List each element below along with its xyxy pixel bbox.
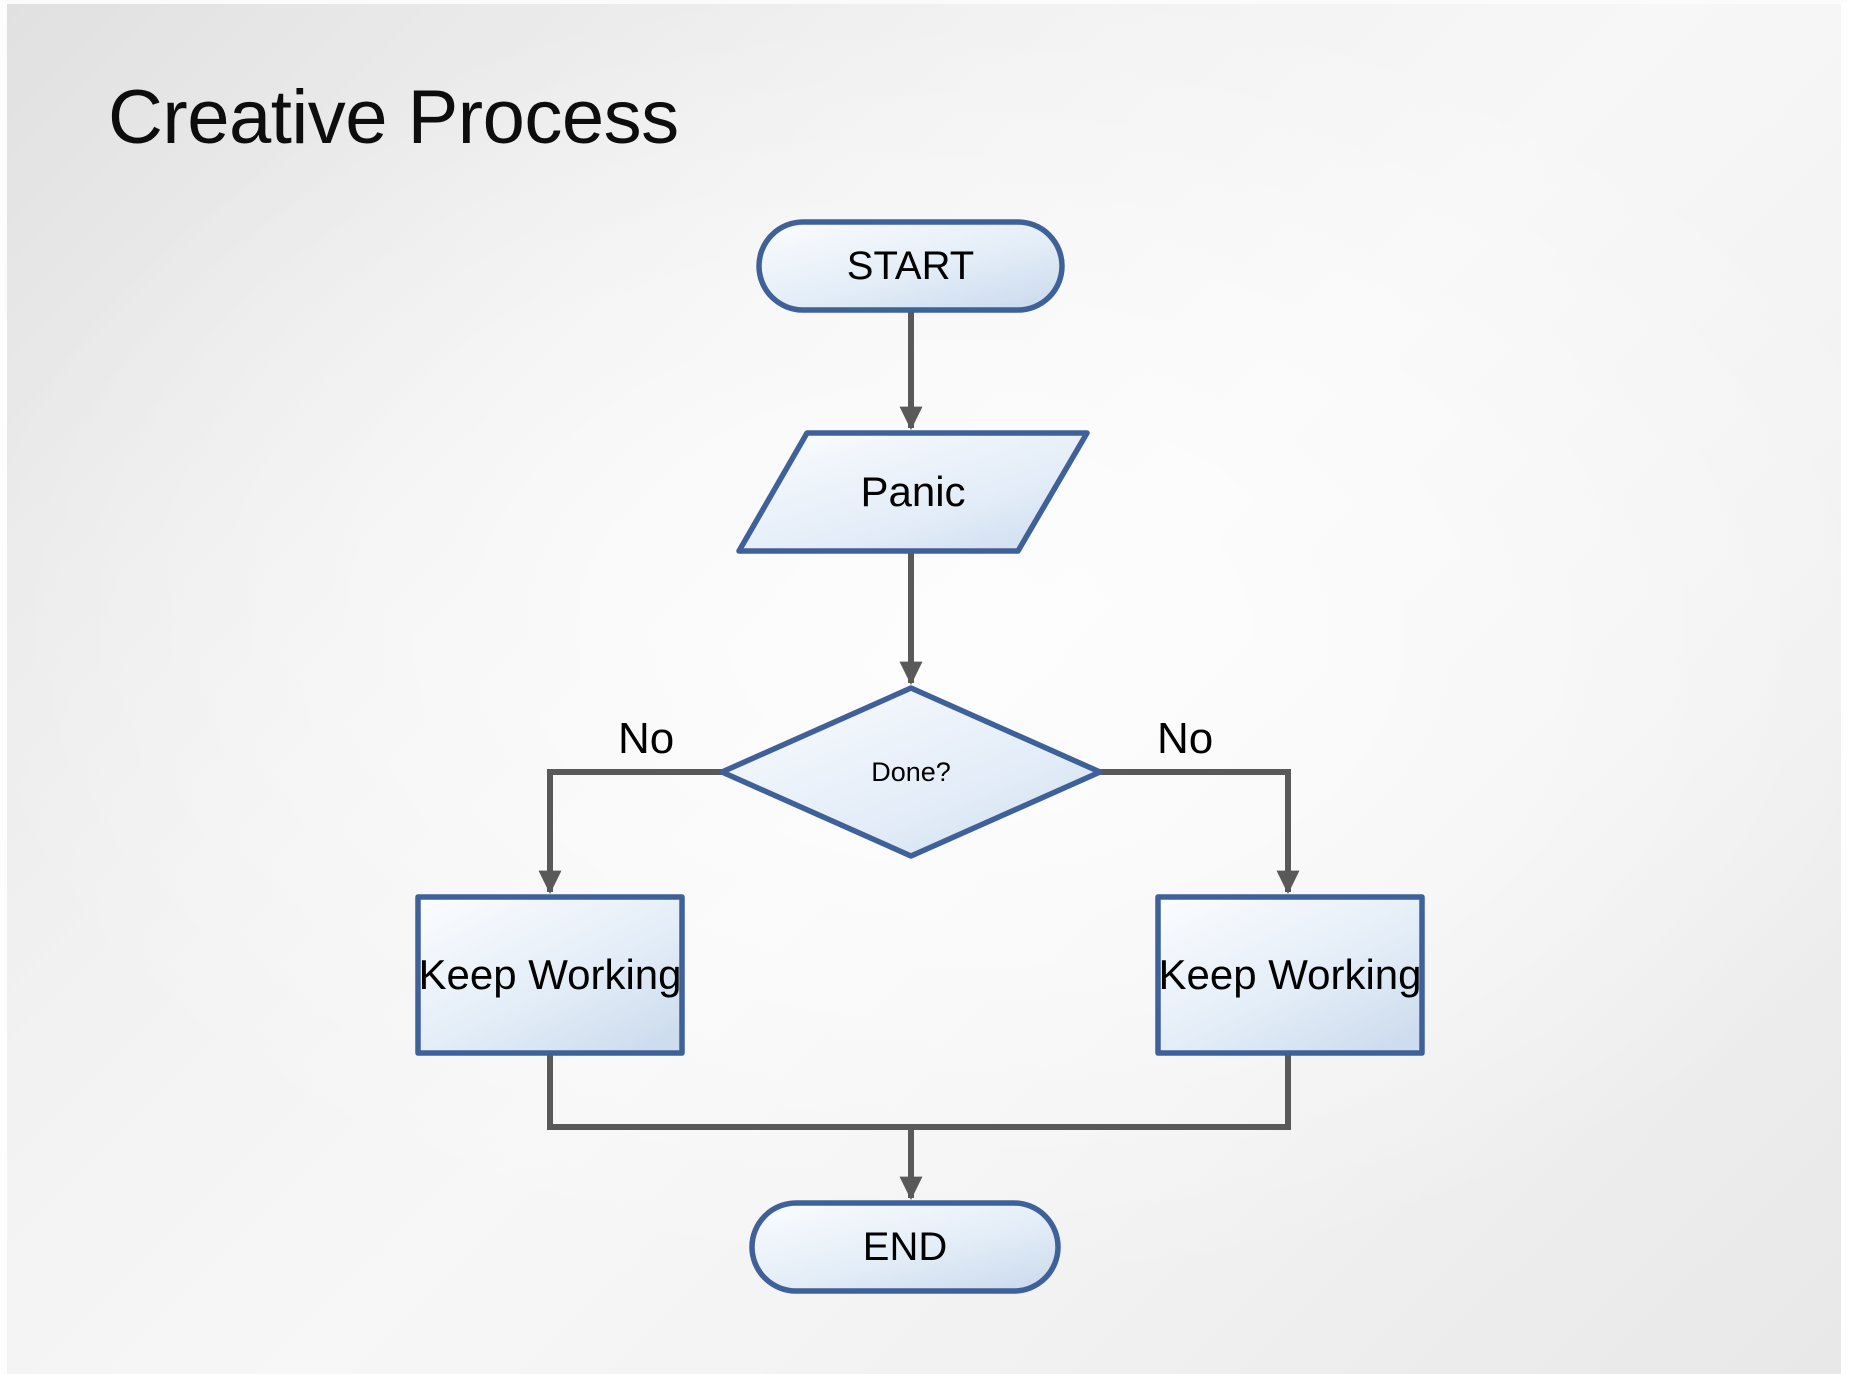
node-done[interactable]: [719, 685, 1103, 859]
node-keep-working-right[interactable]: [1155, 894, 1425, 1056]
page-title: Creative Process: [108, 75, 679, 160]
node-start[interactable]: [756, 219, 1065, 313]
connector-done-keep-left: [538, 769, 722, 895]
edge-label-no-left: No: [618, 714, 675, 763]
connector-done-keep-right: [1100, 769, 1300, 895]
connector-keep-left-end: [547, 1053, 911, 1130]
edge-label-no-right: No: [1157, 714, 1214, 763]
connector-keep-right-end: [911, 1053, 1291, 1130]
node-keep-working-left[interactable]: [415, 894, 685, 1056]
node-panic[interactable]: [736, 430, 1090, 554]
node-end[interactable]: [749, 1200, 1061, 1294]
